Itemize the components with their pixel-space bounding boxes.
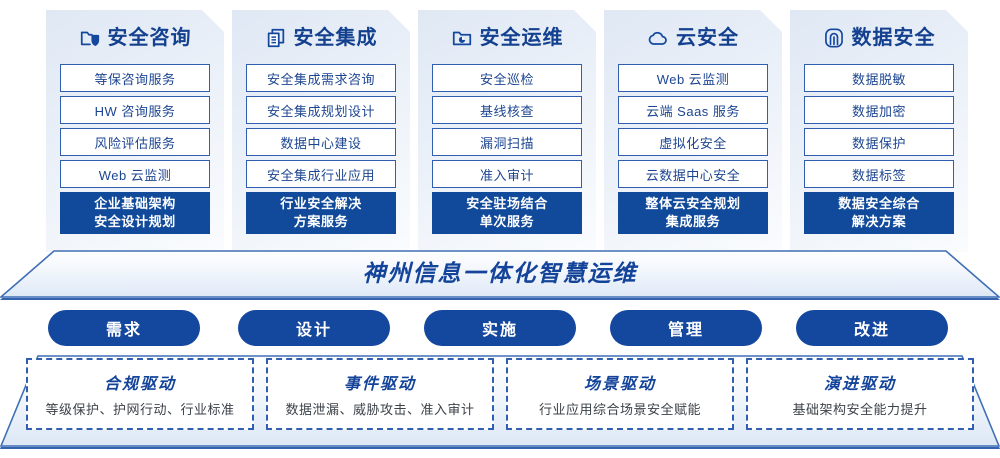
pillar-highlight[interactable]: 行业安全解决 方案服务 bbox=[246, 192, 396, 234]
driver-desc: 基础架构安全能力提升 bbox=[792, 402, 928, 417]
pillar-card-security-integration[interactable]: 安全集成 安全集成需求咨询 安全集成规划设计 数据中心建设 安全集成行业应用 行… bbox=[232, 10, 410, 252]
pillar-header: 安全集成 bbox=[246, 12, 396, 64]
driver-card-compliance[interactable]: 合规驱动 等级保护、护网行动、行业标准 bbox=[26, 358, 254, 430]
platform-banner-title: 神州信息一体化智慧运维 bbox=[362, 260, 638, 286]
pillar-highlight-line2: 单次服务 bbox=[479, 214, 535, 229]
pillar-highlight-line1: 企业基础架构 bbox=[94, 196, 176, 212]
pillar-highlight-line1: 整体云安全规划 bbox=[645, 196, 741, 212]
pillar-item[interactable]: 云数据中心安全 bbox=[618, 160, 768, 188]
pillar-highlight-line1: 行业安全解决 bbox=[280, 196, 362, 212]
pillar-item[interactable]: 安全集成行业应用 bbox=[246, 160, 396, 188]
pillar-title: 安全运维 bbox=[479, 27, 564, 49]
pillar-highlight[interactable]: 数据安全综合 解决方案 bbox=[804, 192, 954, 234]
stage-pill-management[interactable]: 管理 bbox=[610, 310, 762, 346]
stage-pill-requirement[interactable]: 需求 bbox=[48, 310, 200, 346]
pillar-item[interactable]: Web 云监测 bbox=[60, 160, 210, 188]
pillar-item[interactable]: 安全集成规划设计 bbox=[246, 96, 396, 124]
pillar-highlight-line1: 数据安全综合 bbox=[838, 196, 920, 212]
cloud-icon bbox=[647, 27, 669, 49]
pillar-header: 安全运维 bbox=[432, 12, 582, 64]
folder-chart-icon bbox=[451, 27, 473, 49]
pillar-card-data-security[interactable]: 数据安全 数据脱敏 数据加密 数据保护 数据标签 数据安全综合 解决方案 bbox=[790, 10, 968, 252]
pillar-card-cloud-security[interactable]: 云安全 Web 云监测 云端 Saas 服务 虚拟化安全 云数据中心安全 整体云… bbox=[604, 10, 782, 252]
pillar-item[interactable]: HW 咨询服务 bbox=[60, 96, 210, 124]
driver-title: 合规驱动 bbox=[103, 376, 176, 393]
pillar-highlight[interactable]: 企业基础架构 安全设计规划 bbox=[60, 192, 210, 234]
driver-desc: 行业应用综合场景安全赋能 bbox=[538, 402, 701, 417]
driver-card-scenario[interactable]: 场景驱动 行业应用综合场景安全赋能 bbox=[506, 358, 734, 430]
stage-pill-design[interactable]: 设计 bbox=[238, 310, 390, 346]
pillar-item[interactable]: 数据标签 bbox=[804, 160, 954, 188]
pillar-item[interactable]: Web 云监测 bbox=[618, 64, 768, 92]
pillar-item[interactable]: 数据保护 bbox=[804, 128, 954, 156]
folder-shield-icon bbox=[79, 27, 101, 49]
driver-title: 事件驱动 bbox=[343, 376, 416, 393]
pillar-item[interactable]: 风险评估服务 bbox=[60, 128, 210, 156]
pillar-item[interactable]: 虚拟化安全 bbox=[618, 128, 768, 156]
pillar-item[interactable]: 数据中心建设 bbox=[246, 128, 396, 156]
pillar-card-security-consulting[interactable]: 安全咨询 等保咨询服务 HW 咨询服务 风险评估服务 Web 云监测 企业基础架… bbox=[46, 10, 224, 252]
pillar-item[interactable]: 安全集成需求咨询 bbox=[246, 64, 396, 92]
pillar-title: 云安全 bbox=[676, 27, 739, 49]
fingerprint-icon bbox=[823, 27, 845, 49]
pillar-title: 安全集成 bbox=[293, 27, 378, 49]
driver-title: 场景驱动 bbox=[583, 376, 656, 393]
pillar-highlight-line2: 集成服务 bbox=[665, 214, 721, 229]
pillar-highlight-line2: 解决方案 bbox=[851, 214, 907, 229]
drivers-row: 合规驱动 等级保护、护网行动、行业标准 事件驱动 数据泄漏、威胁攻击、准入审计 … bbox=[0, 358, 1000, 436]
driver-title: 演进驱动 bbox=[823, 376, 896, 393]
pillar-item[interactable]: 安全巡检 bbox=[432, 64, 582, 92]
pillar-highlight-line1: 安全驻场结合 bbox=[466, 196, 548, 212]
stages-row: 需求 设计 实施 管理 改进 bbox=[0, 310, 1000, 346]
pillar-highlight[interactable]: 整体云安全规划 集成服务 bbox=[618, 192, 768, 234]
driver-card-incident[interactable]: 事件驱动 数据泄漏、威胁攻击、准入审计 bbox=[266, 358, 494, 430]
stage-pill-implementation[interactable]: 实施 bbox=[424, 310, 576, 346]
pillar-highlight[interactable]: 安全驻场结合 单次服务 bbox=[432, 192, 582, 234]
driver-card-evolution[interactable]: 演进驱动 基础架构安全能力提升 bbox=[746, 358, 974, 430]
pillar-item[interactable]: 基线核查 bbox=[432, 96, 582, 124]
pillar-title: 安全咨询 bbox=[107, 27, 192, 49]
documents-stack-icon bbox=[265, 27, 287, 49]
stage-pill-improvement[interactable]: 改进 bbox=[796, 310, 948, 346]
pillar-item[interactable]: 准入审计 bbox=[432, 160, 582, 188]
pillar-item[interactable]: 数据加密 bbox=[804, 96, 954, 124]
pillar-header: 安全咨询 bbox=[60, 12, 210, 64]
pillar-highlight-line2: 方案服务 bbox=[293, 214, 349, 229]
pillar-item[interactable]: 等保咨询服务 bbox=[60, 64, 210, 92]
pillar-header: 数据安全 bbox=[804, 12, 954, 64]
pillar-item[interactable]: 数据脱敏 bbox=[804, 64, 954, 92]
pillar-header: 云安全 bbox=[618, 12, 768, 64]
pillar-title: 数据安全 bbox=[851, 27, 936, 49]
driver-desc: 数据泄漏、威胁攻击、准入审计 bbox=[285, 402, 475, 417]
pillar-item[interactable]: 漏洞扫描 bbox=[432, 128, 582, 156]
pillar-item[interactable]: 云端 Saas 服务 bbox=[618, 96, 768, 124]
pillar-highlight-line2: 安全设计规划 bbox=[94, 214, 176, 229]
pillars-row: 安全咨询 等保咨询服务 HW 咨询服务 风险评估服务 Web 云监测 企业基础架… bbox=[0, 0, 1000, 252]
driver-desc: 等级保护、护网行动、行业标准 bbox=[45, 402, 235, 417]
pillar-card-security-operations[interactable]: 安全运维 安全巡检 基线核查 漏洞扫描 准入审计 安全驻场结合 单次服务 bbox=[418, 10, 596, 252]
